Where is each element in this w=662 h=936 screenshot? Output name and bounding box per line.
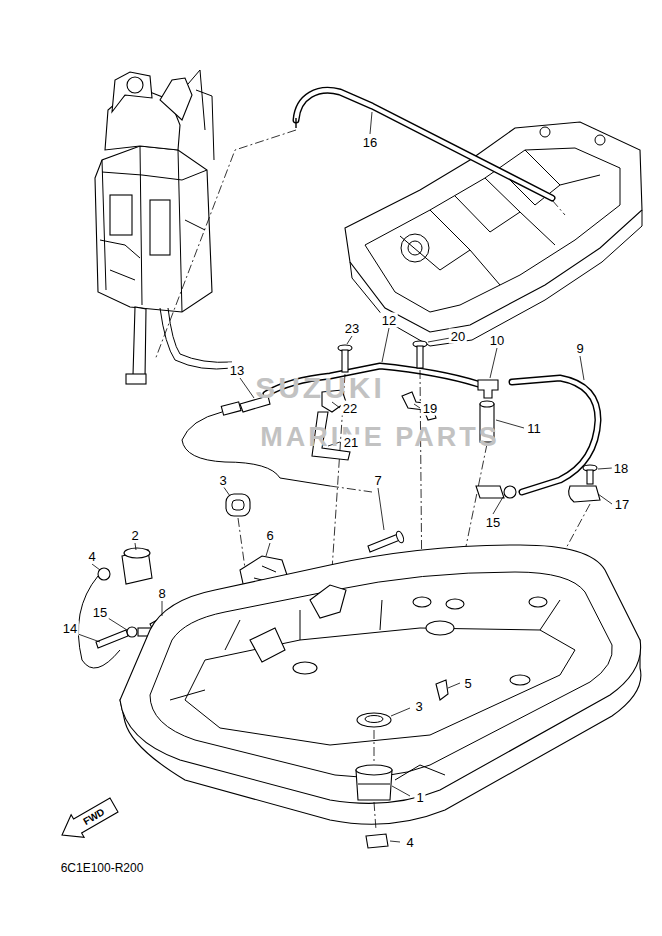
pump-unit [95, 70, 232, 384]
callout-number: 2 [129, 528, 140, 543]
callout-number: 21 [342, 435, 360, 450]
callout-number: 18 [612, 461, 630, 476]
callout-number: 15 [91, 605, 109, 620]
callout-number: 16 [361, 135, 379, 150]
callout-number: 3 [217, 473, 228, 488]
callout-number: 17 [613, 497, 631, 512]
callout-number: 11 [525, 421, 543, 436]
callout-number: 4 [404, 835, 415, 850]
callout-number: 12 [380, 313, 398, 328]
callout-number: 7 [372, 473, 383, 488]
callout-number: 23 [343, 321, 361, 336]
bottom-cowling [120, 545, 641, 824]
callout-number: 9 [574, 341, 585, 356]
callout-number: 14 [61, 621, 79, 636]
callout-number: 4 [86, 549, 97, 564]
callout-number: 6 [264, 528, 275, 543]
direction-arrow [56, 794, 121, 847]
watermark: MARINE PARTS [260, 424, 500, 451]
direction-label: FWD [82, 807, 107, 827]
callout-number: 3 [413, 699, 424, 714]
callout-number: 15 [484, 515, 502, 530]
callout-number: 13 [228, 363, 246, 378]
callout-number: 19 [421, 401, 439, 416]
callout-number: 5 [462, 676, 473, 691]
diagram-code: 6C1E100-R200 [59, 861, 146, 875]
callout-number: 8 [156, 586, 167, 601]
callout-number: 22 [341, 401, 359, 416]
callout-number: 20 [449, 329, 467, 344]
base-plate [345, 122, 642, 346]
watermark: SUZUKI [255, 373, 385, 403]
callout-number: 1 [414, 790, 425, 805]
callout-number: 10 [488, 333, 506, 348]
